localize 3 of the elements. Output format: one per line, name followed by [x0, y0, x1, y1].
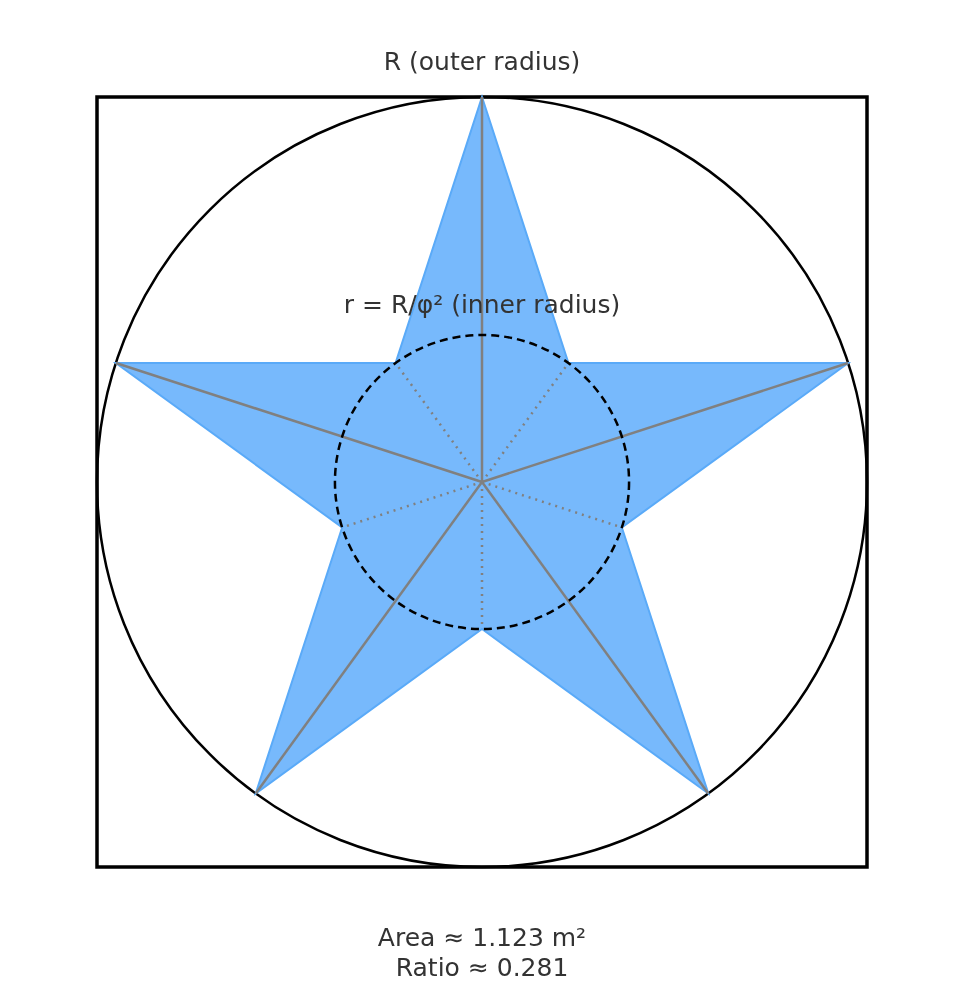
caption-text: Ratio ≈ 0.281 [395, 953, 569, 983]
caption-text: Area ≈ 1.123 m² [377, 923, 587, 953]
dimension-label: R (outer radius) [383, 47, 581, 77]
